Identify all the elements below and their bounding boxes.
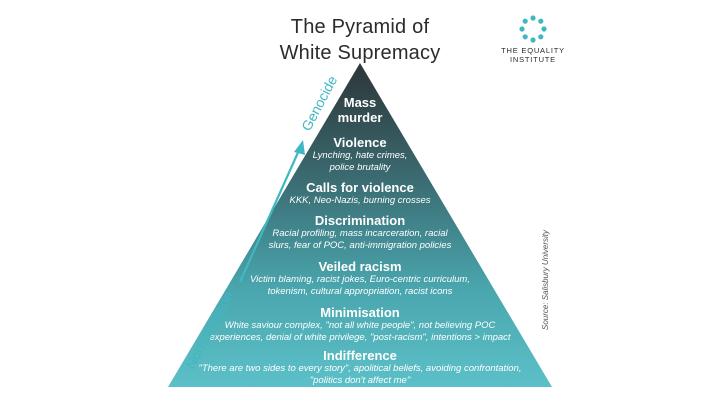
- layer-description: Racial profiling, mass incarceration, ra…: [272, 228, 448, 239]
- layer-heading: Indifference: [323, 348, 397, 363]
- layer-description: "There are two sides to every story", ap…: [198, 363, 522, 374]
- layer-violence: Violence Lynching, hate crimes, police b…: [160, 135, 560, 174]
- layer-heading: Veiled racism: [318, 259, 402, 274]
- title-line-1: The Pyramid of: [290, 16, 430, 38]
- layer-indifference: Indifference "There are two sides to eve…: [160, 348, 560, 387]
- layer-veiled-racism: Veiled racism Victim blaming, racist jok…: [160, 259, 560, 298]
- pyramid-triangle: [168, 63, 552, 387]
- layer-heading-line: murder: [337, 110, 383, 125]
- title-line-2: White Supremacy: [279, 42, 441, 64]
- layer-description: Lynching, hate crimes,: [312, 150, 408, 161]
- normalisation-arrow: [238, 147, 302, 283]
- layer-description: KKK, Neo-Nazis, burning crosses: [289, 195, 431, 206]
- layer-description: tokenism, cultural appropriation, racist…: [267, 286, 453, 297]
- layer-description: police brutality: [329, 162, 391, 173]
- layer-heading: Discrimination: [314, 213, 406, 228]
- layer-description: White saviour complex, "not all white pe…: [224, 320, 496, 331]
- layer-minimisation: Minimisation White saviour complex, "not…: [160, 305, 560, 344]
- layer-mass-murder: Mass murder: [160, 95, 560, 125]
- equality-institute-logo-icon: [519, 15, 547, 43]
- page-title: The Pyramid of White Supremacy: [240, 14, 480, 66]
- layer-heading: Calls for violence: [306, 180, 414, 195]
- layer-description: Victim blaming, racist jokes, Euro-centr…: [250, 274, 470, 285]
- logo-text: THE EQUALITY INSTITUTE: [501, 46, 565, 64]
- layer-calls-for-violence: Calls for violence KKK, Neo-Nazis, burni…: [160, 180, 560, 207]
- layer-description: slurs, fear of POC, anti-immigration pol…: [268, 240, 452, 251]
- arrow-head-icon: [294, 140, 305, 155]
- source-note: Source: Salisbury University: [541, 229, 550, 330]
- layer-discrimination: Discrimination Racial profiling, mass in…: [160, 213, 560, 252]
- layer-description: experiences, denial of white privilege, …: [209, 332, 511, 343]
- layer-heading: Minimisation: [320, 305, 400, 320]
- layer-description: "politics don't affect me": [309, 375, 411, 386]
- equality-institute-logo: THE EQUALITY INSTITUTE: [498, 14, 568, 64]
- layer-heading-line: Mass: [343, 95, 377, 110]
- layer-heading: Violence: [333, 135, 387, 150]
